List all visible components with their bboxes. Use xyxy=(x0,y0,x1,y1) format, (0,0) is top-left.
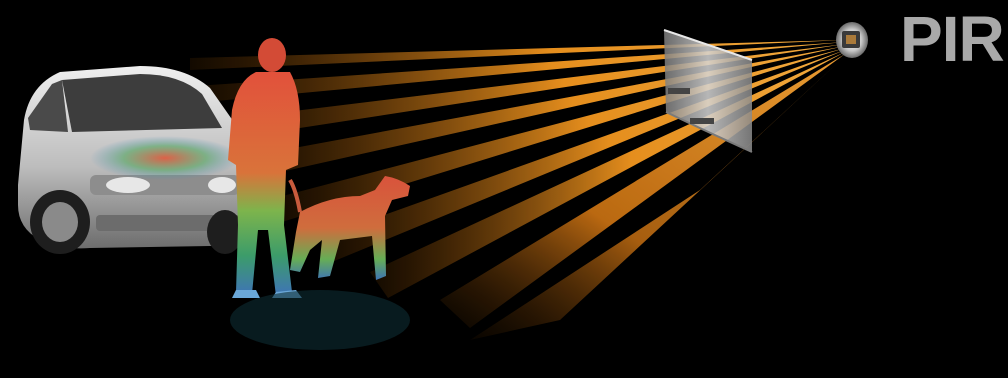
ground-glow xyxy=(230,290,410,350)
car-heat-signature xyxy=(90,136,240,180)
pir-sensor xyxy=(836,22,868,58)
pir-title: PIR xyxy=(900,2,1006,76)
